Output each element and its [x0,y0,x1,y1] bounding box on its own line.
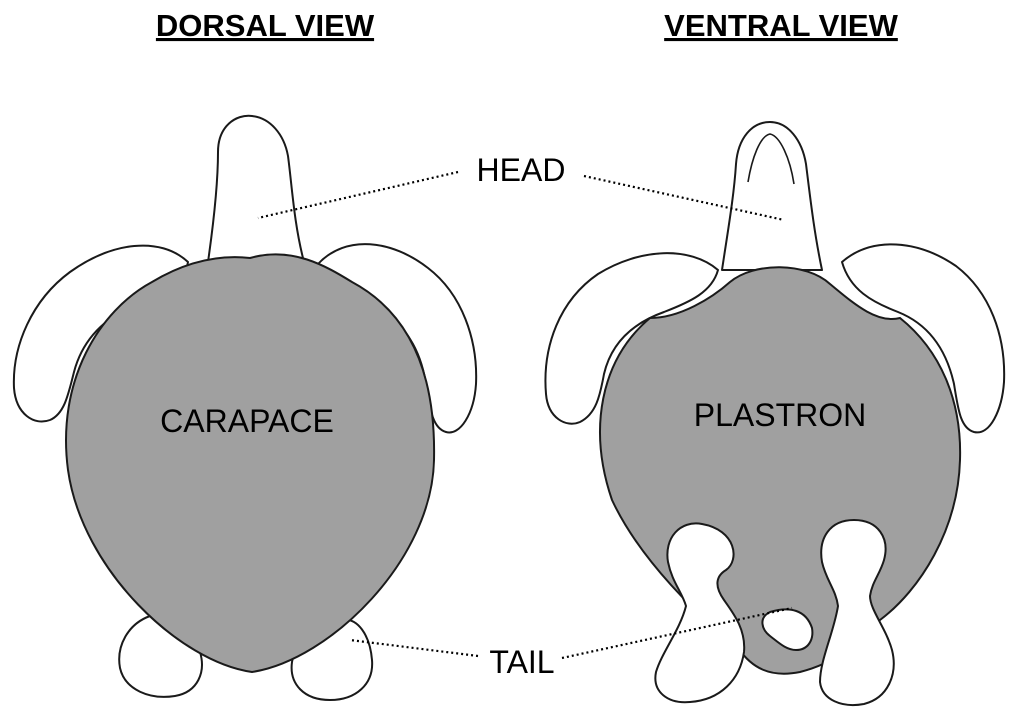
head-label: HEAD [477,152,566,188]
carapace-label: CARAPACE [160,403,334,439]
carapace-shell [66,254,434,672]
ventral-left-rear-flipper [655,523,744,702]
tail-label: TAIL [489,644,554,680]
dorsal-view-heading: DORSAL VIEW [156,8,375,43]
dorsal-head [208,116,304,262]
plastron-label: PLASTRON [694,397,866,433]
ventral-view-heading: VENTRAL VIEW [664,8,898,43]
ventral-head [722,122,822,270]
